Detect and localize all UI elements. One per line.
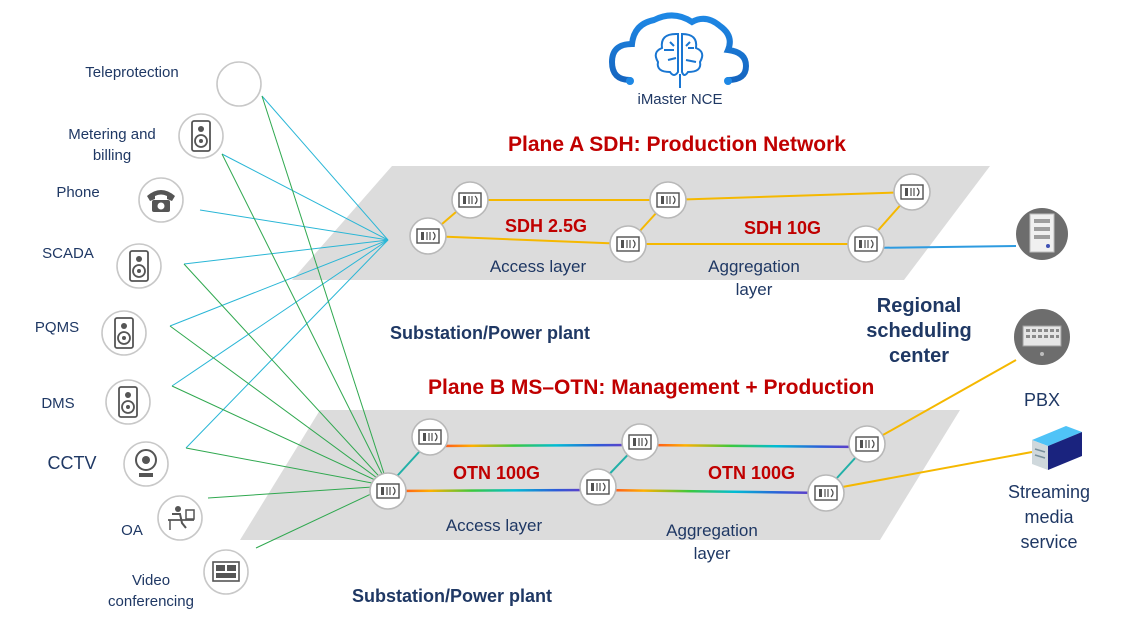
plane-a-aggregation-link-label: SDH 10G bbox=[744, 218, 822, 238]
oa-icon bbox=[157, 495, 203, 541]
plane-b-site-label: Substation/Power plant bbox=[352, 586, 553, 606]
pbx-label: PBX bbox=[1023, 390, 1061, 410]
plane-a-title: Plane A SDH: Production Network bbox=[508, 133, 846, 156]
plane-b-title: Plane B MS–OTN: Management + Production bbox=[428, 376, 875, 399]
plane-a-site-label: Substation/Power plant bbox=[390, 323, 591, 343]
plane-b-access-link-label: OTN 100G bbox=[453, 463, 541, 483]
server-icon bbox=[1016, 208, 1068, 260]
video-conferencing-icon bbox=[203, 549, 249, 595]
plane-b-aggregation-layer-label: Aggregation layer bbox=[666, 521, 758, 563]
ne-b1[interactable] bbox=[369, 472, 407, 510]
metering-label: Metering and billing bbox=[68, 126, 156, 164]
otn-service-lines bbox=[169, 95, 389, 549]
ne-b3[interactable] bbox=[579, 468, 617, 506]
ne-a6[interactable] bbox=[893, 173, 931, 211]
plane-b-access-layer-label: Access layer bbox=[445, 516, 543, 535]
pqms-icon bbox=[101, 310, 147, 356]
plane-a-uplink bbox=[865, 245, 1017, 249]
plane-b-uplink-streaming bbox=[825, 451, 1033, 491]
video-conferencing-label: Video conferencing bbox=[108, 572, 194, 610]
sdh-service-lines bbox=[169, 95, 389, 449]
ne-a1[interactable] bbox=[409, 217, 447, 255]
plane-b-aggregation-link-label: OTN 100G bbox=[708, 463, 796, 483]
phone-icon bbox=[138, 177, 184, 223]
ne-b4[interactable] bbox=[621, 423, 659, 461]
scada-label: SCADA bbox=[42, 245, 94, 262]
plane-b-rainbow-links bbox=[387, 443, 868, 495]
ne-b2[interactable] bbox=[411, 418, 449, 456]
ne-b6[interactable] bbox=[848, 425, 886, 463]
pbx-icon bbox=[1014, 309, 1070, 365]
cctv-icon bbox=[123, 441, 169, 487]
oa-label: OA bbox=[121, 522, 143, 539]
plane-a-access-link-label: SDH 2.5G bbox=[505, 216, 588, 236]
streaming-label: Streaming media service bbox=[1007, 482, 1091, 552]
metering-icon bbox=[178, 113, 224, 159]
scada-icon bbox=[116, 243, 162, 289]
plane-a-aggregation-layer-label: Aggregation layer bbox=[708, 257, 800, 299]
teleprotection-icon bbox=[216, 61, 262, 107]
ne-a2[interactable] bbox=[451, 181, 489, 219]
teleprotection-label: Teleprotection bbox=[85, 64, 179, 81]
brain-icon bbox=[654, 32, 704, 88]
regional-center-label: Regional scheduling center bbox=[866, 295, 972, 367]
plane-a-access-layer-label: Access layer bbox=[489, 257, 587, 276]
nce-label: iMaster NCE bbox=[637, 91, 723, 108]
phone-label: Phone bbox=[56, 184, 100, 201]
cctv-label: CCTV bbox=[47, 453, 97, 473]
ne-a4[interactable] bbox=[649, 181, 687, 219]
pqms-label: PQMS bbox=[34, 319, 80, 336]
plane-b-uplink-pbx bbox=[866, 359, 1017, 445]
ne-a5[interactable] bbox=[847, 225, 885, 263]
streaming-server-icon bbox=[1032, 426, 1082, 470]
dms-label: DMS bbox=[41, 395, 75, 412]
cloud-icon bbox=[608, 12, 750, 85]
ne-a3[interactable] bbox=[609, 225, 647, 263]
ne-b5[interactable] bbox=[807, 474, 845, 512]
dms-icon bbox=[105, 379, 151, 425]
